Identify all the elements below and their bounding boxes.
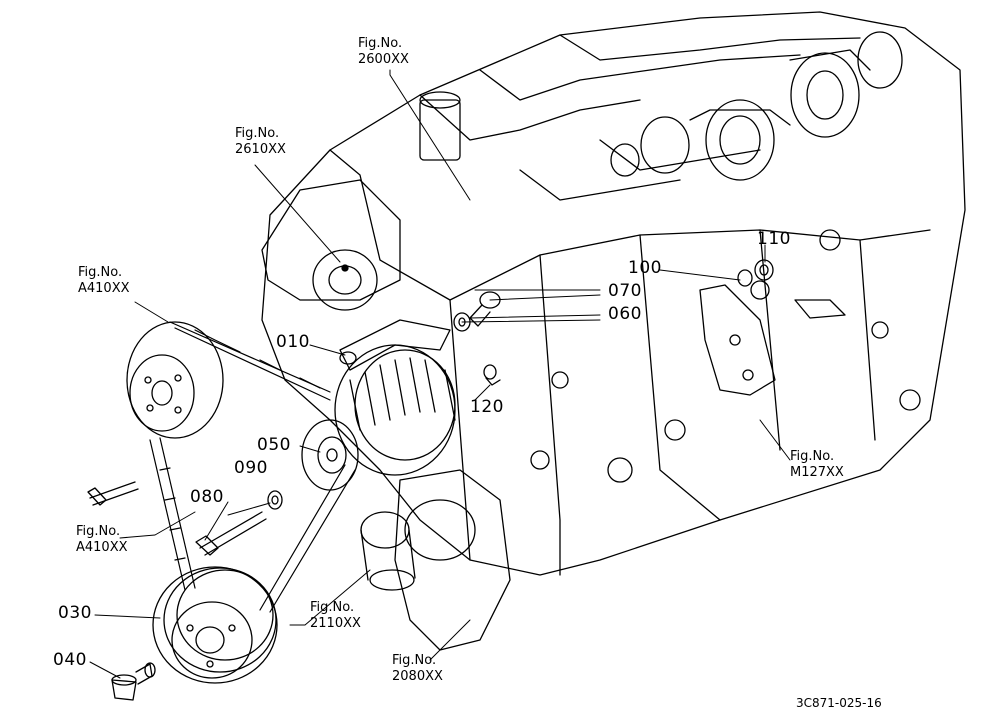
part-label-070: 070 (608, 281, 642, 301)
figure-ref-a410-bottom: Fig.No. A410XX (76, 524, 128, 556)
part-label-030: 030 (58, 603, 92, 623)
part-label-100: 100 (628, 258, 662, 278)
leader-lines (89, 69, 791, 679)
part-label-090: 090 (234, 458, 268, 478)
part-label-120: 120 (470, 397, 504, 417)
figure-ref-m127: Fig.No. M127XX (790, 449, 844, 481)
figure-ref-a410-top: Fig.No. A410XX (78, 265, 130, 297)
bolts-left (87, 481, 283, 556)
alternator (301, 319, 456, 591)
figure-ref-2080: Fig.No. 2080XX (392, 653, 443, 685)
figure-ref-code: 2080XX (392, 669, 443, 684)
part-label-110: 110 (757, 229, 791, 249)
figure-ref-code: 2610XX (235, 142, 286, 157)
part-label-060: 060 (608, 304, 642, 324)
figure-ref-code: 2600XX (358, 52, 409, 67)
figure-ref-2610: Fig.No. 2610XX (235, 126, 286, 158)
figure-ref-prefix: Fig.No. (76, 524, 121, 539)
crank-bolt (111, 662, 156, 701)
figure-ref-prefix: Fig.No. (358, 36, 403, 51)
figure-ref-prefix: Fig.No. (78, 265, 123, 280)
figure-ref-code: M127XX (790, 465, 844, 480)
fan-pulley (126, 321, 224, 439)
part-label-080: 080 (190, 487, 224, 507)
part-label-040: 040 (53, 650, 87, 670)
figure-ref-code: A410XX (76, 540, 128, 555)
part-label-050: 050 (257, 435, 291, 455)
figure-ref-prefix: Fig.No. (790, 449, 835, 464)
drawing-code: 3C871-025-16 (796, 696, 882, 710)
figure-ref-prefix: Fig.No. (235, 126, 280, 141)
figure-ref-code: A410XX (78, 281, 130, 296)
figure-ref-prefix: Fig.No. (310, 600, 355, 615)
crank-pulley (152, 566, 278, 684)
v-belt (149, 321, 356, 613)
figure-ref-code: 2110XX (310, 616, 361, 631)
figure-ref-2110: Fig.No. 2110XX (310, 600, 361, 632)
part-label-010: 010 (276, 332, 310, 352)
engine-block (261, 11, 966, 651)
figure-ref-2600: Fig.No. 2600XX (358, 36, 409, 68)
figure-ref-prefix: Fig.No. (392, 653, 437, 668)
